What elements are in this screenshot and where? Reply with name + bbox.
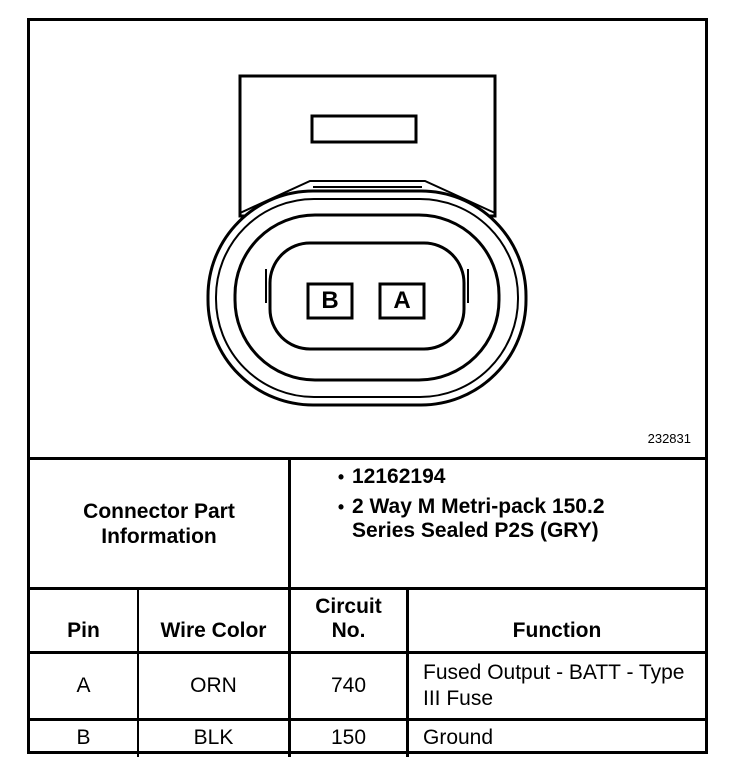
divider — [30, 457, 705, 460]
row-a-pin: A — [76, 674, 91, 697]
divider — [30, 718, 705, 721]
header-circuit-no: Circuit No. — [315, 595, 382, 642]
pin-label-b: B — [321, 287, 339, 314]
connector-info-label: Connector Part Information — [83, 499, 235, 548]
connector-face-drawing — [206, 74, 528, 407]
row-b-wire-color: BLK — [193, 725, 234, 749]
bullet-icon: • — [337, 497, 345, 517]
divider — [137, 587, 139, 757]
bullet-icon: • — [337, 467, 345, 487]
figure-id: 232831 — [647, 431, 691, 446]
header-wire-color: Wire Color — [160, 619, 267, 642]
connector-info-label-cell: Connector Part Information — [30, 460, 288, 587]
row-b-function: Ground — [423, 725, 494, 749]
connector-illustration: B A 232831 — [30, 21, 705, 457]
row-b-pin: B — [76, 725, 91, 749]
connector-sheet: B A 232831 Connector Part Information • … — [27, 18, 710, 757]
header-pin: Pin — [67, 619, 100, 642]
row-b-circuit: 150 — [330, 725, 367, 749]
divider — [30, 587, 705, 590]
row-a-circuit: 740 — [330, 674, 367, 697]
divider — [288, 457, 291, 757]
pin-box-a — [378, 282, 426, 320]
row-a-wire-color: ORN — [190, 674, 237, 697]
divider — [406, 587, 409, 757]
list-item: • 2 Way M Metri-pack 150.2 Series Sealed… — [330, 495, 710, 543]
header-function: Function — [512, 619, 602, 642]
row-a-function: Fused Output - BATT - Type III Fuse — [423, 661, 685, 710]
connector-description: 2 Way M Metri-pack 150.2 Series Sealed P… — [352, 495, 605, 542]
pin-box-b — [306, 282, 354, 320]
connector-info-list: • 12162194 • 2 Way M Metri-pack 150.2 Se… — [330, 465, 710, 549]
pin-label-a: A — [393, 287, 411, 314]
list-item: • 12162194 — [330, 465, 710, 489]
divider — [30, 651, 705, 654]
connector-part-number: 12162194 — [352, 465, 446, 488]
